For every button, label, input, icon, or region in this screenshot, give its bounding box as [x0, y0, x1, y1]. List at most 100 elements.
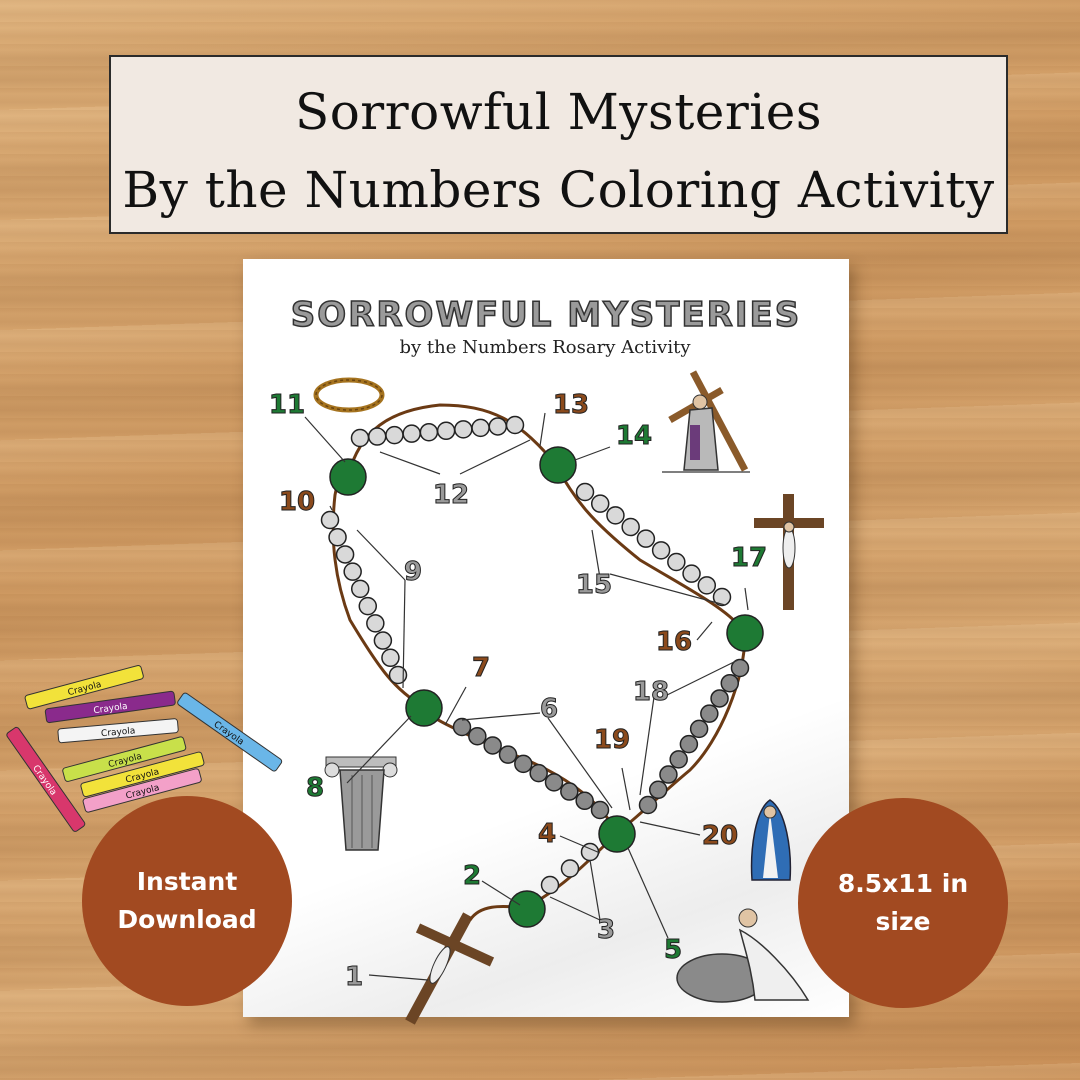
- small-bead: [514, 754, 533, 774]
- leader-line: [589, 859, 601, 921]
- green-bead: [539, 446, 577, 484]
- green-bead: [508, 890, 546, 928]
- agony-in-garden-icon: [676, 908, 810, 1003]
- leader-line: [591, 529, 601, 579]
- crown-of-thorns-icon: [313, 377, 385, 413]
- leader-line: [639, 821, 701, 836]
- size-badge-line2: size: [875, 907, 931, 936]
- small-bead: [373, 631, 393, 650]
- number-label-3: 3: [597, 915, 615, 945]
- jesus-carrying-cross-icon: [662, 370, 750, 473]
- banner-title-line2: By the Numbers Coloring Activity: [122, 161, 995, 219]
- leader-line: [304, 416, 346, 463]
- instant-download-line2: Download: [117, 905, 257, 934]
- size-badge: 8.5x11 in size: [798, 798, 1008, 1008]
- number-label-8: 8: [306, 773, 324, 803]
- leader-line: [549, 896, 601, 921]
- leader-line: [696, 621, 713, 641]
- small-bead: [636, 529, 656, 548]
- instant-download-line1: Instant: [136, 867, 238, 896]
- small-bead: [320, 510, 340, 530]
- small-bead: [471, 418, 490, 438]
- instant-download-badge: Instant Download: [82, 796, 292, 1006]
- number-label-18: 18: [633, 677, 669, 707]
- leader-line: [459, 439, 531, 475]
- leader-line: [356, 529, 406, 581]
- number-label-12: 12: [433, 480, 469, 510]
- small-bead: [483, 736, 502, 755]
- leader-line: [402, 579, 406, 689]
- small-bead: [590, 800, 610, 820]
- small-bead: [454, 420, 473, 439]
- leader-line: [346, 715, 412, 784]
- mary-icon: [750, 799, 792, 881]
- small-bead: [343, 562, 362, 581]
- small-bead: [669, 750, 688, 769]
- leader-line: [559, 835, 601, 854]
- green-bead: [405, 689, 443, 727]
- small-bead: [560, 782, 579, 801]
- small-bead: [575, 482, 595, 502]
- leader-line: [662, 659, 739, 698]
- small-bead: [488, 417, 508, 436]
- small-bead: [544, 773, 564, 792]
- small-bead: [350, 579, 370, 599]
- small-bead: [402, 424, 421, 443]
- small-bead: [468, 726, 487, 746]
- number-label-10: 10: [279, 487, 315, 517]
- sheet-heading: SORROWFUL MYSTERIES: [291, 295, 801, 335]
- number-label-15: 15: [576, 570, 612, 600]
- small-bead: [720, 673, 740, 693]
- small-bead: [700, 704, 719, 723]
- number-label-4: 4: [538, 819, 556, 849]
- small-bead: [560, 859, 580, 878]
- number-label-14: 14: [616, 421, 652, 451]
- number-label-7: 7: [472, 653, 490, 683]
- small-bead: [606, 506, 625, 525]
- small-bead: [505, 415, 525, 435]
- number-label-11: 11: [269, 390, 305, 420]
- small-bead: [335, 545, 355, 564]
- number-label-2: 2: [463, 861, 481, 891]
- leader-line: [461, 712, 541, 721]
- rosary-beads: [320, 415, 764, 928]
- leader-line: [329, 505, 333, 511]
- leader-line: [444, 686, 467, 726]
- green-bead: [598, 815, 636, 853]
- banner-title-line1: Sorrowful Mysteries: [294, 83, 823, 141]
- small-bead: [381, 648, 400, 668]
- small-bead: [452, 717, 472, 737]
- small-bead: [419, 422, 439, 442]
- crucifix-right-icon: [754, 494, 824, 610]
- pillar-icon: [324, 756, 398, 851]
- small-bead: [436, 421, 456, 441]
- small-bead: [621, 517, 640, 537]
- leader-line: [627, 847, 669, 939]
- leader-line: [621, 767, 631, 811]
- number-label-20: 20: [702, 821, 738, 851]
- leader-line: [368, 974, 429, 981]
- small-bead: [730, 658, 750, 678]
- number-label-5: 5: [664, 935, 682, 965]
- leader-line: [547, 717, 613, 809]
- small-bead: [367, 427, 387, 446]
- small-bead: [659, 765, 678, 784]
- small-bead: [689, 719, 709, 739]
- number-label-17: 17: [731, 543, 767, 573]
- number-label-19: 19: [594, 725, 630, 755]
- small-bead: [366, 614, 385, 633]
- small-bead: [710, 689, 729, 708]
- small-bead: [590, 494, 610, 513]
- leader-line: [744, 587, 749, 611]
- crayon-label-3: Crayola: [101, 726, 136, 739]
- small-bead: [358, 596, 378, 616]
- number-label-6: 6: [540, 694, 558, 724]
- small-bead: [498, 745, 518, 764]
- small-bead: [697, 576, 717, 595]
- small-bead: [385, 425, 404, 445]
- small-bead: [388, 665, 408, 685]
- leader-line: [574, 446, 611, 461]
- leader-line: [481, 880, 521, 906]
